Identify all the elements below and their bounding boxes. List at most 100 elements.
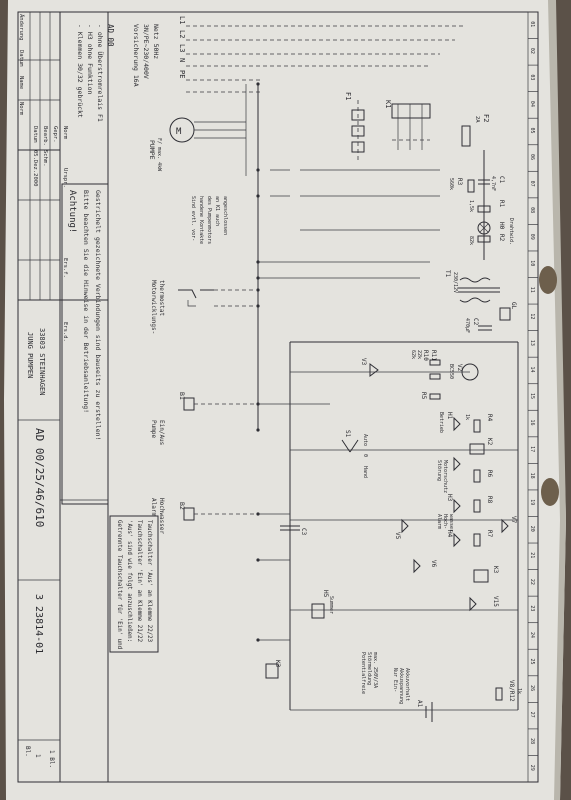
r3-value: 560k (448, 178, 454, 190)
grid-row-label: 21 (529, 552, 535, 558)
b1-label: B1 (178, 392, 186, 400)
pf-caption: max. 250V/3A (372, 652, 378, 688)
h1-caption: Betrieb (438, 412, 444, 433)
grid-row-label: 25 (529, 659, 535, 665)
notice-box (61, 183, 109, 505)
k1-label: K1 (384, 100, 392, 108)
contactor-k1: K1 (384, 100, 431, 150)
potential-free-contact: Potentialfreie Störmeldung max. 250V/3A … (265, 652, 522, 722)
fuse-f2: F2 2A (461, 114, 490, 147)
h1-label: H1 (446, 412, 453, 420)
r11-label: R11 (430, 350, 437, 361)
company-name: JUNG PUMPEN (26, 332, 34, 378)
r7-label: R7 (486, 530, 493, 538)
terminal-dot (256, 168, 260, 172)
field-wiring (194, 289, 256, 515)
v15-label: V15 (492, 596, 499, 607)
c2-label: C2 (472, 318, 479, 326)
notice-line: Bitte beachten Sie die Hinweise in der B… (82, 190, 90, 413)
binder-ring (541, 478, 559, 506)
b2-caption: Hochwasser (158, 498, 165, 535)
warn-caption: Nur Ein- (392, 668, 398, 692)
float-note-line: an K1 auch (214, 196, 220, 226)
rc-network: C1 4,7nF R1 1,5k H0 Drahtwid. R3 560k R2… (448, 150, 514, 260)
supply-note: 3N/PE~230/400V (142, 24, 150, 79)
company-city: 33803 STEINHAGEN (38, 328, 46, 395)
r5-label: R5 (420, 392, 427, 400)
grid-row-label: 06 (529, 154, 535, 160)
supply-text-block: Netz 50Hz 3N/PE~230/400V Vorsicherung 16… (132, 24, 160, 87)
f1-label: F1 (344, 92, 352, 100)
grid-row-label: 22 (529, 579, 535, 585)
v3-label: V3 (360, 358, 367, 366)
h3-caption: Motorschutz (442, 460, 448, 493)
r6-label: R6 (486, 470, 493, 478)
buzzer-h5: H5 Summer (290, 590, 518, 619)
v15-diode-icon (469, 596, 477, 612)
float-note: Sind evtl. vor- handene Kontakte des Pum… (190, 196, 228, 244)
grid-row-label: 08 (529, 207, 535, 213)
note-line: 'Aus' sind wie folgt anzuschließen: (126, 520, 132, 642)
supply-note: Netz 50Hz (152, 24, 160, 59)
s1-label: S1 (344, 430, 351, 438)
r12-resistor (495, 687, 503, 701)
r3-resistor (467, 179, 475, 193)
k3-label: K3 (492, 566, 499, 574)
pump-label: PUMPE (148, 140, 156, 160)
h3-caption: Störung (436, 460, 442, 481)
b2-label: B2 (178, 502, 186, 510)
gl-label: GL (510, 302, 517, 310)
r1-label: R1 (498, 200, 505, 208)
float-note-line: des Pumpenmotors (206, 196, 212, 244)
terminal-dots (256, 82, 260, 642)
v5-label: V5 (394, 532, 401, 540)
sheets-value: 1 Bl. (48, 750, 55, 768)
h4-led-icon (453, 532, 461, 548)
r12-label: V8/R12 (508, 680, 515, 702)
checked-label: Gepr. (52, 126, 58, 143)
t1-label: T1 (444, 270, 451, 278)
alarm-caption: wasser (448, 514, 454, 532)
transformer-t1: T1 230/12V GL (444, 270, 517, 321)
grid-row-label: 01 (529, 21, 535, 27)
rev-col-norm: Norm (18, 102, 24, 116)
terminal-n: N (178, 58, 186, 62)
grid-row-label: 16 (529, 420, 535, 426)
t1-value: 230/12V (452, 272, 458, 293)
rev-col-date: Datum (18, 50, 24, 67)
float-note-line: Sind evtl. vor- (190, 196, 196, 241)
k1-coil (391, 103, 431, 119)
terminal-strip (245, 84, 290, 430)
r4-resistor (473, 419, 481, 433)
mains-terminals: L1 L2 L3 N PE (178, 16, 186, 78)
grid-row-label: 02 (529, 48, 535, 54)
thermostat-contact (178, 289, 214, 299)
header-text-block: AD 00 - ohne Überstromrelais F1 - H3 ohn… (76, 24, 115, 122)
h3-label: H3 (446, 494, 453, 502)
terminal-pe: PE (178, 70, 186, 78)
v7-diode-icon (501, 518, 509, 534)
drawing-title: AD 00 (106, 24, 115, 47)
binder-ring (539, 266, 557, 294)
paper-sheet (4, 0, 566, 800)
h4-label: H4 (446, 530, 453, 538)
alarm-caption: Alarm (436, 514, 442, 529)
replaced-label: Ers.d. (62, 322, 68, 342)
v6-label: V6 (430, 560, 437, 568)
grid-row-label: 28 (529, 738, 535, 744)
k3-contact-label: K3 (274, 660, 281, 668)
date-value: 05.Dez.2000 (32, 150, 38, 186)
k3-coil (473, 569, 489, 583)
grid-row-label: 19 (529, 499, 535, 505)
overload-f1: F1 (344, 92, 365, 160)
rev-col-name: Name (18, 76, 24, 89)
v5-diode-icon (401, 518, 409, 534)
alarm-caption: Hoch- (442, 514, 448, 529)
k2-label: K2 (486, 438, 493, 446)
capacitor-c2: C2 470µF (464, 318, 492, 333)
r4-label: R4 (486, 414, 493, 422)
relay-k2: K2 R4 1k R5 H1 Betrieb Störung Motorschu… (290, 392, 518, 493)
alarm-stage: H3 R8 Alarm Hoch- wasser H4 R7 V7 V5 V6 (290, 494, 518, 574)
r7-resistor (473, 533, 481, 547)
thermostat-label: thermostat (158, 280, 165, 317)
